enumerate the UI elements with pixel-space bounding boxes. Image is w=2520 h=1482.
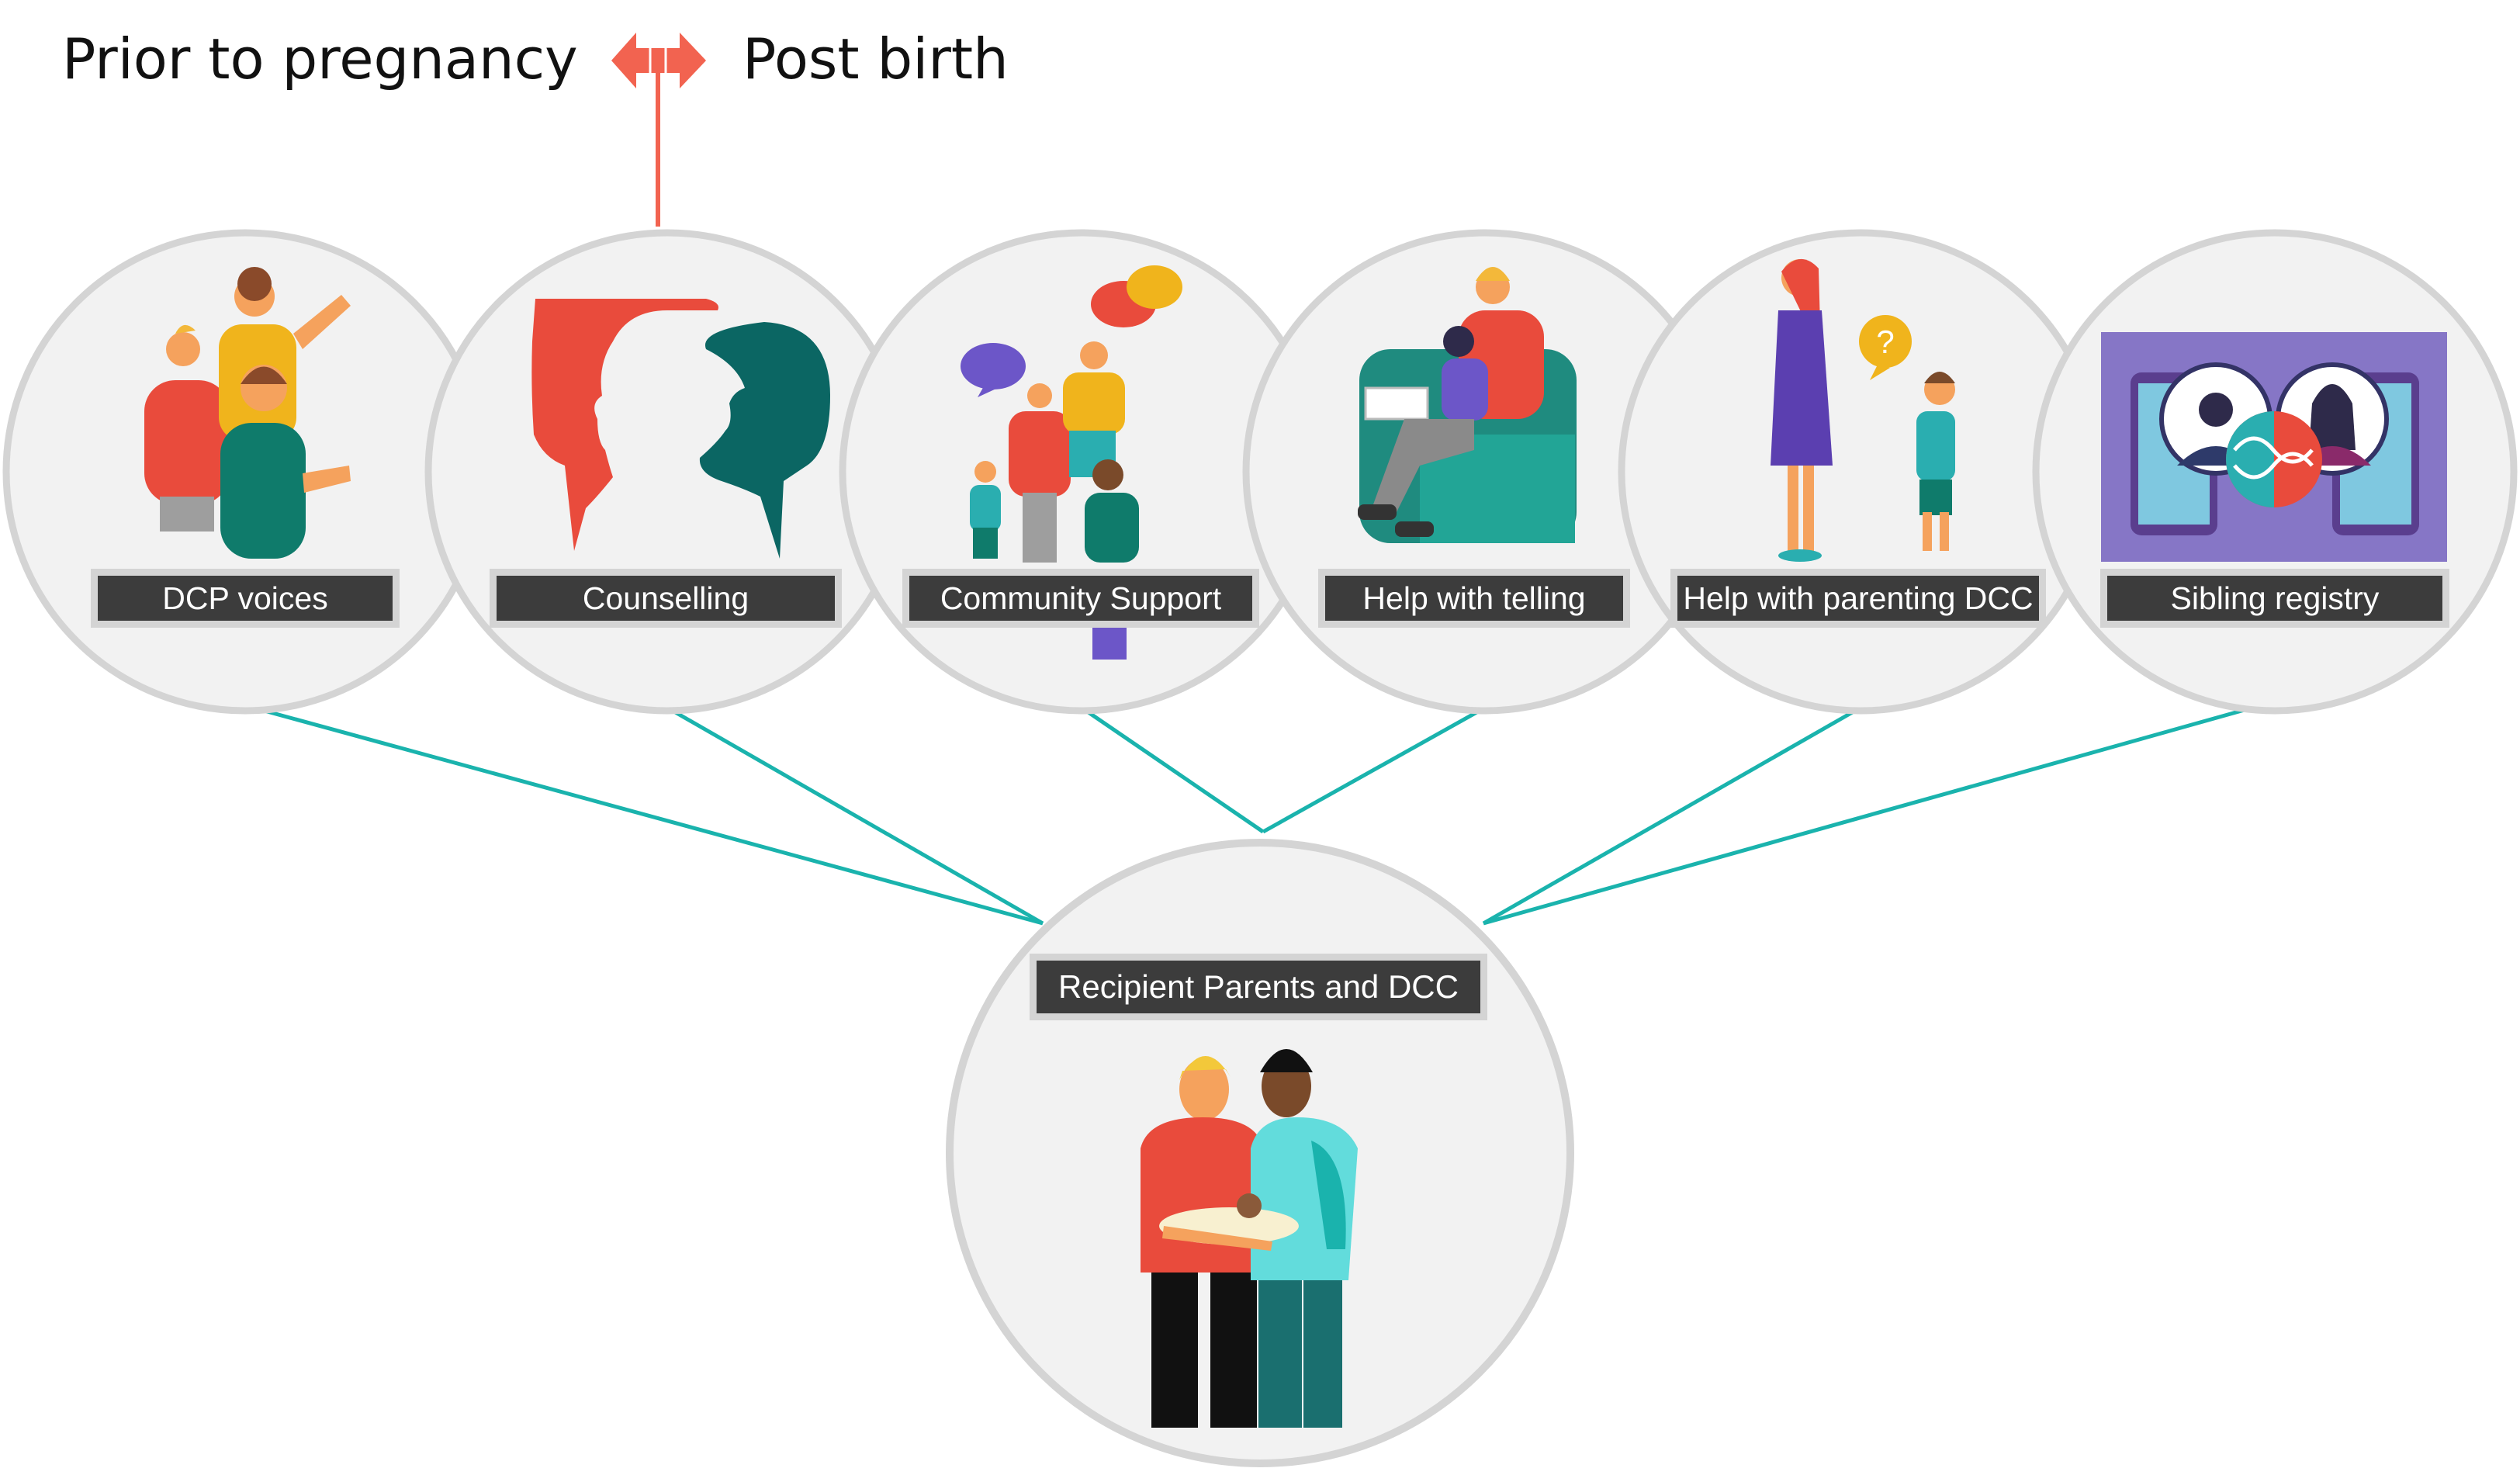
node-label-help-with-parenting: Help with parenting DCC xyxy=(1670,569,2046,628)
couple-holding-baby-icon xyxy=(1141,1049,1358,1428)
timeline-start-label: Prior to pregnancy xyxy=(62,26,578,92)
connector-lines xyxy=(252,699,2276,926)
double-arrow-icon xyxy=(611,33,706,88)
parent-reading-to-child-icon xyxy=(1358,267,1577,543)
node-label-community-support: Community Support xyxy=(902,569,1259,628)
people-talking-icon xyxy=(144,267,351,559)
center-circle xyxy=(946,839,1574,1467)
node-circle-sibling-registry xyxy=(2032,229,2518,715)
connector-help-with-telling xyxy=(1262,705,1487,834)
community-group-icon xyxy=(961,265,1182,660)
node-label-dcp-voices: DCP voices xyxy=(91,569,400,628)
connector-dcp-voices xyxy=(252,705,1044,926)
node-circle-counselling xyxy=(424,229,910,715)
timeline-marker xyxy=(611,33,706,227)
node-label-help-with-telling: Help with telling xyxy=(1318,569,1630,628)
connector-counselling xyxy=(666,705,1044,926)
node-circle-dcp-voices xyxy=(2,229,488,715)
node-label-counselling: Counselling xyxy=(490,569,842,628)
center-label: Recipient Parents and DCC xyxy=(1030,954,1487,1020)
connector-help-with-parenting xyxy=(1482,705,1862,926)
parent-child-question-icon: ? xyxy=(1771,258,1955,562)
svg-text:?: ? xyxy=(1876,324,1894,360)
two-head-silhouettes-icon xyxy=(531,299,830,559)
connector-community-support xyxy=(1080,705,1265,834)
node-label-sibling-registry: Sibling registry xyxy=(2100,569,2449,628)
node-circle-help-with-parenting: ? xyxy=(1618,229,2103,715)
timeline-end-label: Post birth xyxy=(742,26,1009,92)
dna-profiles-icon xyxy=(2101,332,2447,562)
connector-sibling-registry xyxy=(1483,699,2276,926)
